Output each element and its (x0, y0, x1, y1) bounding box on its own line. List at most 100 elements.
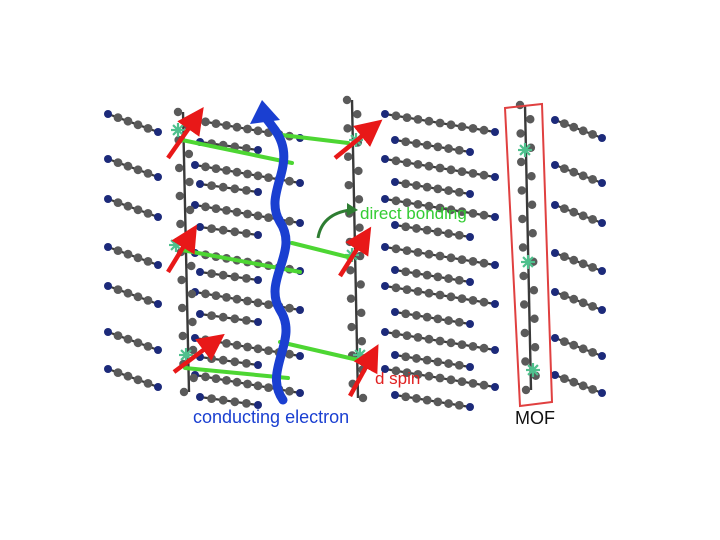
carbon-atom (422, 395, 432, 405)
nitrogen-atom (466, 190, 474, 198)
carbon-atom (412, 224, 421, 233)
carbon-atom (346, 294, 356, 303)
carbon-atom (468, 342, 478, 351)
nitrogen-atom (104, 195, 112, 203)
carbon-atom (230, 397, 240, 407)
molecular-chain (381, 110, 499, 136)
bonding-pointer-curve (316, 208, 351, 239)
carbon-atom (133, 205, 143, 215)
nitrogen-atom (598, 267, 606, 275)
carbon-atom (578, 259, 588, 269)
carbon-atom (468, 123, 478, 133)
carbon-atom (412, 269, 421, 278)
carbon-atom (218, 182, 228, 192)
carbon-atom (457, 255, 467, 264)
carbon-atom (413, 370, 423, 379)
carbon-atom (402, 368, 412, 377)
carbon-atom (560, 337, 569, 346)
molecular-chain (104, 110, 162, 136)
carbon-atom (113, 246, 123, 256)
conducting-electron-label: conducting electron (193, 407, 349, 427)
carbon-atom (401, 222, 411, 232)
nitrogen-atom (104, 155, 112, 163)
carbon-atom (243, 379, 252, 389)
carbon-atom (187, 261, 196, 271)
d-spin-arrows (166, 106, 383, 398)
carbon-atom (588, 302, 597, 311)
carbon-atom (242, 274, 251, 283)
nitrogen-atom (154, 383, 162, 391)
nitrogen-atom (381, 365, 389, 373)
carbon-atom (457, 207, 467, 217)
nitrogen-atom (391, 221, 399, 229)
carbon-atom (143, 296, 153, 305)
carbon-atom (446, 338, 456, 348)
carbon-atom (424, 116, 434, 126)
carbon-atom (401, 392, 411, 402)
molecular-chain (551, 249, 606, 275)
nitrogen-atom (154, 213, 162, 221)
carbon-atom (133, 165, 143, 175)
carbon-atom (454, 360, 464, 370)
carbon-atom (285, 386, 294, 396)
molecular-chain (381, 365, 499, 391)
carbon-atom (468, 169, 478, 178)
carbon-atom (391, 111, 401, 121)
carbon-atom (479, 258, 489, 268)
carbon-atom (173, 107, 183, 117)
molecular-chain (381, 282, 499, 308)
carbon-atom (520, 300, 529, 309)
carbon-atom (222, 121, 231, 130)
carbon-atom (243, 169, 252, 179)
nitrogen-atom (598, 352, 606, 360)
carbon-atom (264, 300, 273, 309)
carbon-atom (433, 272, 443, 282)
carbon-atom (187, 289, 197, 299)
carbon-atom (218, 312, 228, 322)
carbon-atom (285, 303, 294, 313)
nitrogen-atom (491, 213, 499, 221)
carbon-atom (133, 253, 143, 263)
carbon-atom (517, 186, 526, 195)
carbon-atom (188, 317, 197, 327)
molecular-chain (391, 266, 474, 286)
carbon-atom (201, 162, 210, 172)
carbon-atom (264, 383, 273, 392)
carbon-atom (402, 158, 412, 168)
molecular-chain (196, 353, 262, 369)
nitrogen-atom (381, 282, 389, 290)
carbon-atom (435, 163, 445, 173)
nitrogen-atom (381, 195, 389, 203)
nitrogen-atom (104, 328, 112, 336)
carbon-atom (391, 156, 401, 166)
carbon-atom (355, 223, 364, 232)
nitrogen-atom (254, 318, 262, 326)
carbon-atom (479, 125, 489, 135)
spin-arrow (348, 344, 379, 398)
carbon-atom (527, 172, 536, 181)
carbon-atom (207, 311, 217, 320)
carbon-atom (230, 184, 240, 194)
molecular-chain (391, 308, 474, 328)
carbon-atom (401, 267, 411, 277)
carbon-atom (526, 115, 535, 124)
carbon-atom (424, 201, 434, 211)
carbon-atom (433, 314, 443, 324)
carbon-atom (232, 340, 242, 350)
nitrogen-atom (598, 219, 606, 227)
spin-arrow (333, 119, 383, 160)
nitrogen-atom (491, 300, 499, 308)
nitrogen-atom (491, 128, 499, 136)
d-spin-label: d spin (375, 369, 420, 388)
carbon-atom (143, 379, 153, 388)
nitrogen-atom (391, 308, 399, 316)
nitrogen-atom (191, 334, 199, 342)
molecular-chain (391, 221, 474, 241)
carbon-atom (242, 144, 251, 153)
carbon-atom (211, 204, 221, 214)
carbon-atom (435, 251, 445, 261)
carbon-atom (356, 280, 365, 289)
carbon-atom (521, 357, 530, 366)
carbon-atom (402, 198, 412, 208)
molecular-chain (381, 243, 499, 269)
